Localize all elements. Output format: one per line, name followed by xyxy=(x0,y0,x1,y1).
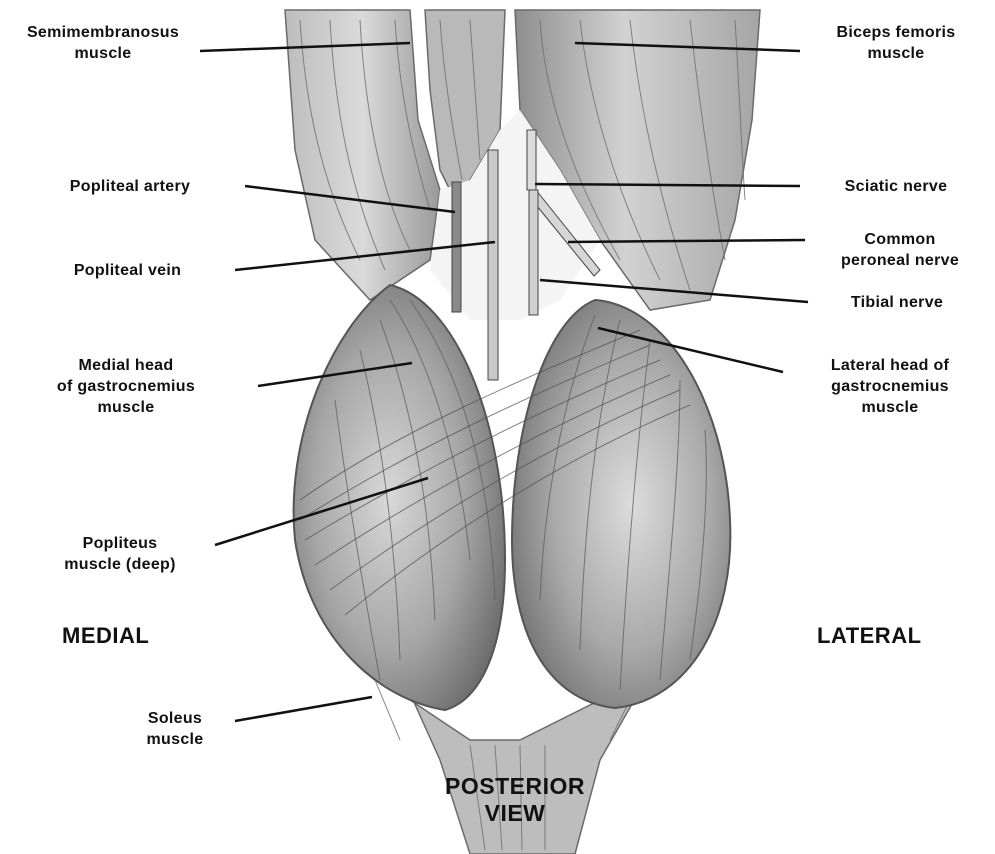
sciatic-nerve-shape xyxy=(527,130,536,190)
label-lateral-head-line2: gastrocnemius xyxy=(790,376,990,397)
label-popliteus: Popliteus muscle (deep) xyxy=(30,533,210,575)
label-common-peroneal: Common peroneal nerve xyxy=(810,229,990,271)
orientation-lateral: LATERAL xyxy=(817,623,922,649)
label-common-peroneal-line2: peroneal nerve xyxy=(810,250,990,271)
label-medial-head-line1: Medial head xyxy=(12,355,240,376)
label-lateral-head: Lateral head of gastrocnemius muscle xyxy=(790,355,990,418)
label-biceps-femoris-line1: Biceps femoris xyxy=(802,22,990,43)
label-popliteus-line1: Popliteus xyxy=(30,533,210,554)
label-popliteus-line2: muscle (deep) xyxy=(30,554,210,575)
label-semimembranosus-line1: Semimembranosus xyxy=(8,22,198,43)
leader-soleus xyxy=(235,697,372,721)
label-semimembranosus-line2: muscle xyxy=(8,43,198,64)
popliteal-vein-shape xyxy=(488,150,498,380)
orientation-medial: MEDIAL xyxy=(62,623,149,649)
label-soleus-line2: muscle xyxy=(120,729,230,750)
label-medial-head-line3: muscle xyxy=(12,397,240,418)
label-medial-head: Medial head of gastrocnemius muscle xyxy=(12,355,240,418)
label-sciatic-nerve: Sciatic nerve xyxy=(806,176,986,197)
label-semimembranosus: Semimembranosus muscle xyxy=(8,22,198,64)
label-tibial-nerve: Tibial nerve xyxy=(812,292,982,313)
label-popliteal-vein-line1: Popliteal vein xyxy=(40,260,215,281)
label-popliteal-artery-line1: Popliteal artery xyxy=(30,176,230,197)
label-soleus: Soleus muscle xyxy=(120,708,230,750)
label-popliteal-vein: Popliteal vein xyxy=(40,260,215,281)
label-sciatic-nerve-line1: Sciatic nerve xyxy=(806,176,986,197)
label-medial-head-line2: of gastrocnemius xyxy=(12,376,240,397)
label-common-peroneal-line1: Common xyxy=(810,229,990,250)
label-lateral-head-line3: muscle xyxy=(790,397,990,418)
label-lateral-head-line1: Lateral head of xyxy=(790,355,990,376)
label-popliteal-artery: Popliteal artery xyxy=(30,176,230,197)
view-caption: POSTERIOR VIEW xyxy=(390,773,640,827)
label-tibial-nerve-line1: Tibial nerve xyxy=(812,292,982,313)
view-caption-line1: POSTERIOR xyxy=(390,773,640,800)
view-caption-line2: VIEW xyxy=(390,800,640,827)
tibial-nerve-shape xyxy=(529,190,538,315)
label-soleus-line1: Soleus xyxy=(120,708,230,729)
label-biceps-femoris: Biceps femoris muscle xyxy=(802,22,990,64)
lateral-gastrocnemius-shape xyxy=(512,300,730,708)
label-biceps-femoris-line2: muscle xyxy=(802,43,990,64)
